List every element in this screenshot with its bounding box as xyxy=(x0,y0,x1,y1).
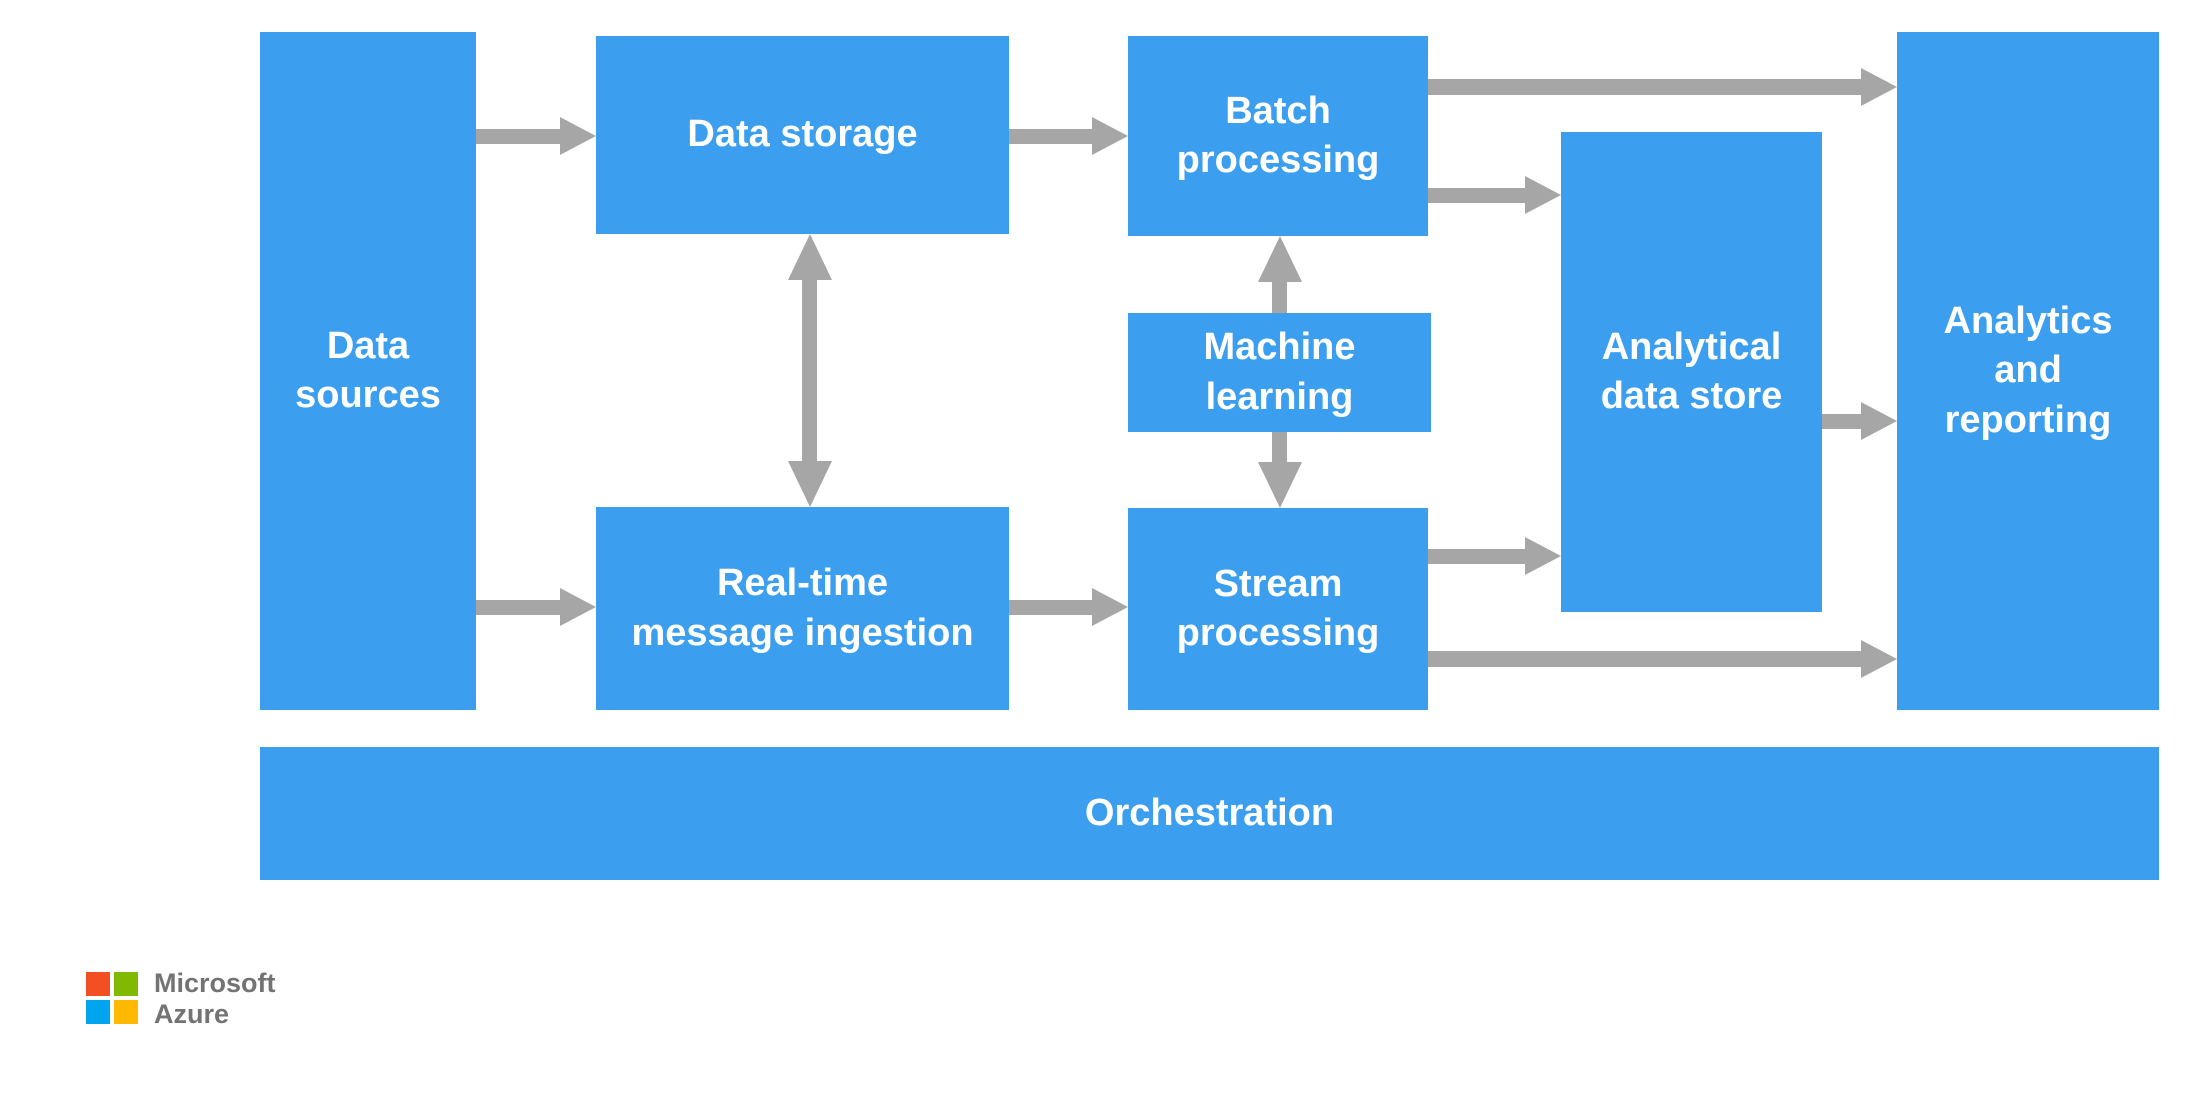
arrow-head-right-icon xyxy=(560,117,596,155)
node-data-storage: Data storage xyxy=(596,36,1009,234)
logo-wordmark: Microsoft Azure xyxy=(154,968,276,1030)
node-analytical-data-store: Analytical data store xyxy=(1561,132,1822,612)
arrow-head-right-icon xyxy=(560,588,596,626)
node-machine-learning: Machine learning xyxy=(1128,313,1431,432)
node-stream-processing-label: Stream processing xyxy=(1176,562,1380,654)
node-realtime-message-ingestion-label: Real-time message ingestion xyxy=(631,562,974,654)
node-data-sources-label: Data sources xyxy=(295,324,441,416)
arrow-shaft xyxy=(476,129,560,144)
logo-azure-text: Azure xyxy=(154,999,230,1029)
arrow-head-up-icon xyxy=(1258,236,1302,282)
arrow-head-down-icon xyxy=(788,461,832,507)
arrow-shaft xyxy=(1272,282,1287,313)
node-orchestration: Orchestration xyxy=(260,747,2159,880)
arrow-shaft xyxy=(1272,432,1287,462)
arrow-shaft xyxy=(1009,129,1092,144)
arrow-shaft xyxy=(1428,188,1525,203)
node-analytical-data-store-label: Analytical data store xyxy=(1600,325,1783,417)
arrow-head-right-icon xyxy=(1092,588,1128,626)
arrow-shaft xyxy=(1428,549,1525,564)
node-realtime-message-ingestion: Real-time message ingestion xyxy=(596,507,1009,710)
node-analytics-and-reporting: Analytics and reporting xyxy=(1897,32,2159,710)
ms-square-blue-icon xyxy=(86,1000,110,1024)
logo-microsoft-text: Microsoft xyxy=(154,968,276,998)
arrow-shaft xyxy=(802,280,817,461)
node-data-storage-label: Data storage xyxy=(687,113,918,156)
arrow-head-right-icon xyxy=(1861,68,1897,106)
arrow-shaft xyxy=(1428,79,1861,95)
arrow-head-right-icon xyxy=(1861,640,1897,678)
arrow-head-down-icon xyxy=(1258,462,1302,508)
node-batch-processing: Batch processing xyxy=(1128,36,1428,236)
ms-square-green-icon xyxy=(114,972,138,996)
microsoft-azure-logo: Microsoft Azure xyxy=(86,968,276,1030)
ms-square-red-icon xyxy=(86,972,110,996)
arrow-head-right-icon xyxy=(1525,176,1561,214)
node-data-sources: Data sources xyxy=(260,32,476,710)
node-batch-processing-label: Batch processing xyxy=(1176,89,1380,181)
arrow-shaft xyxy=(1009,600,1092,615)
node-stream-processing: Stream processing xyxy=(1128,508,1428,710)
arrow-shaft xyxy=(1822,414,1861,429)
arrow-head-up-icon xyxy=(788,234,832,280)
arrow-head-right-icon xyxy=(1092,117,1128,155)
arrow-shaft xyxy=(476,600,560,615)
node-analytics-and-reporting-label: Analytics and reporting xyxy=(1943,299,2113,441)
node-orchestration-label: Orchestration xyxy=(1084,791,1335,834)
arrow-shaft xyxy=(1428,651,1861,667)
arrow-head-right-icon xyxy=(1861,402,1897,440)
node-machine-learning-label: Machine learning xyxy=(1203,326,1356,418)
ms-square-yellow-icon xyxy=(114,1000,138,1024)
microsoft-logo-icon xyxy=(86,972,138,1024)
arrow-head-right-icon xyxy=(1525,537,1561,575)
